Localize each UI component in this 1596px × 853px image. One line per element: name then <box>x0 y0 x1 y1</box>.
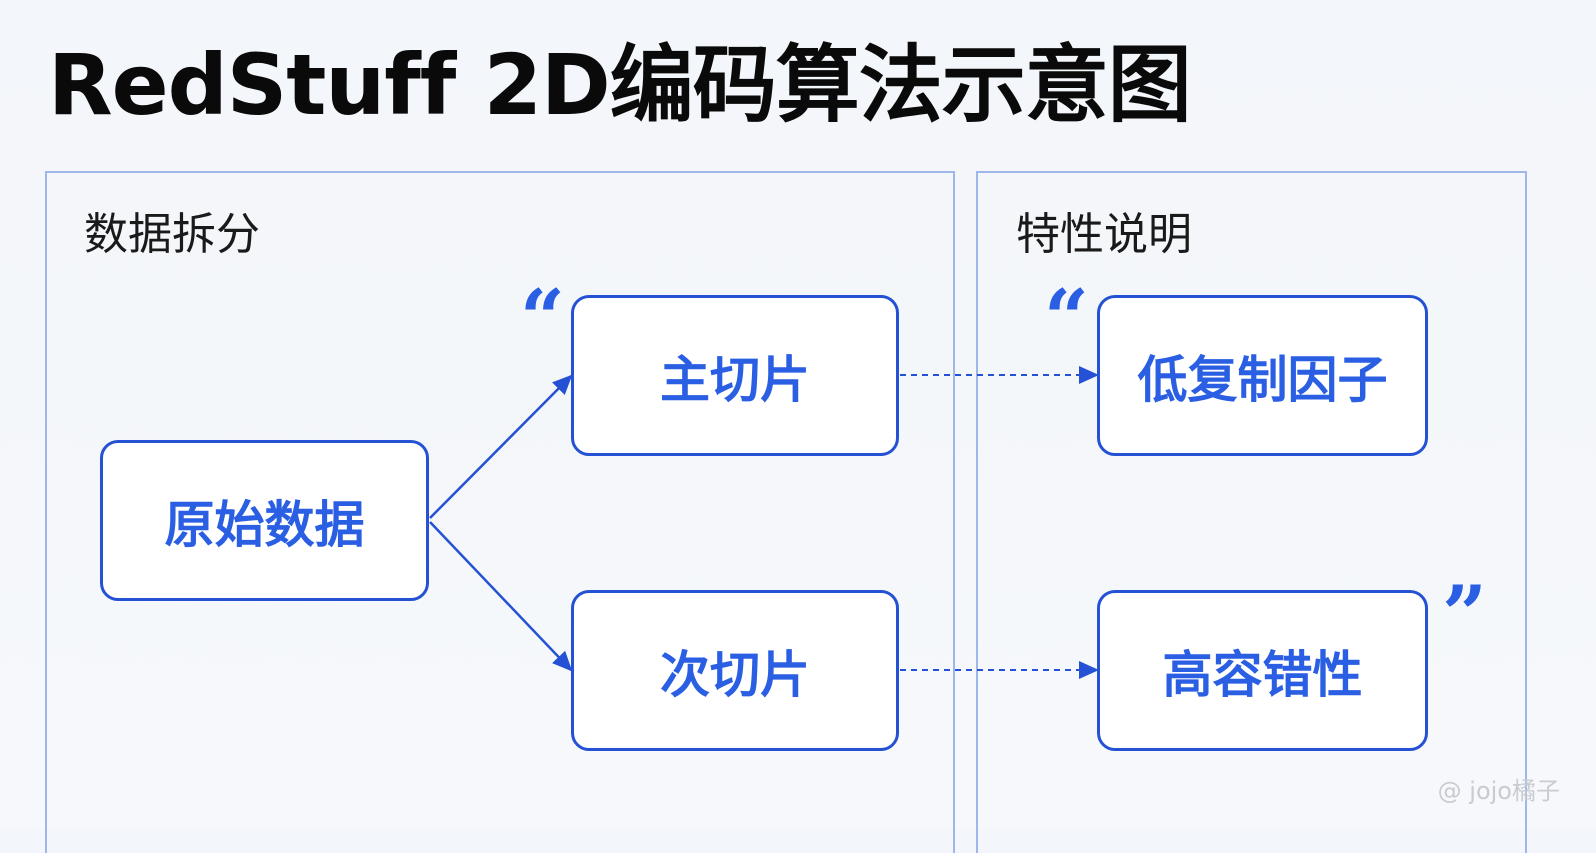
arrow-source-to-secondary <box>429 521 573 672</box>
open-quote-right: “ <box>1044 273 1089 364</box>
arrow-source-to-primary <box>429 374 573 519</box>
connectors <box>429 366 1099 679</box>
right-panel <box>976 171 1527 853</box>
right-panel-label: 特性说明 <box>1016 209 1192 260</box>
watermark: @ jojo橘子 <box>1437 777 1560 805</box>
left-panel-label: 数据拆分 <box>84 209 260 260</box>
open-quote-left: “ <box>520 273 565 364</box>
node-primary-slice: 主切片 <box>571 295 899 456</box>
left-panel <box>45 171 955 853</box>
close-quote: ” <box>1442 569 1487 660</box>
page-title: RedStuff 2D编码算法示意图 <box>48 36 1192 134</box>
node-source-data: 原始数据 <box>100 440 429 601</box>
node-low-replication: 低复制因子 <box>1097 295 1428 456</box>
node-secondary-slice: 次切片 <box>571 590 899 751</box>
node-fault-tolerance: 高容错性 <box>1097 590 1428 751</box>
